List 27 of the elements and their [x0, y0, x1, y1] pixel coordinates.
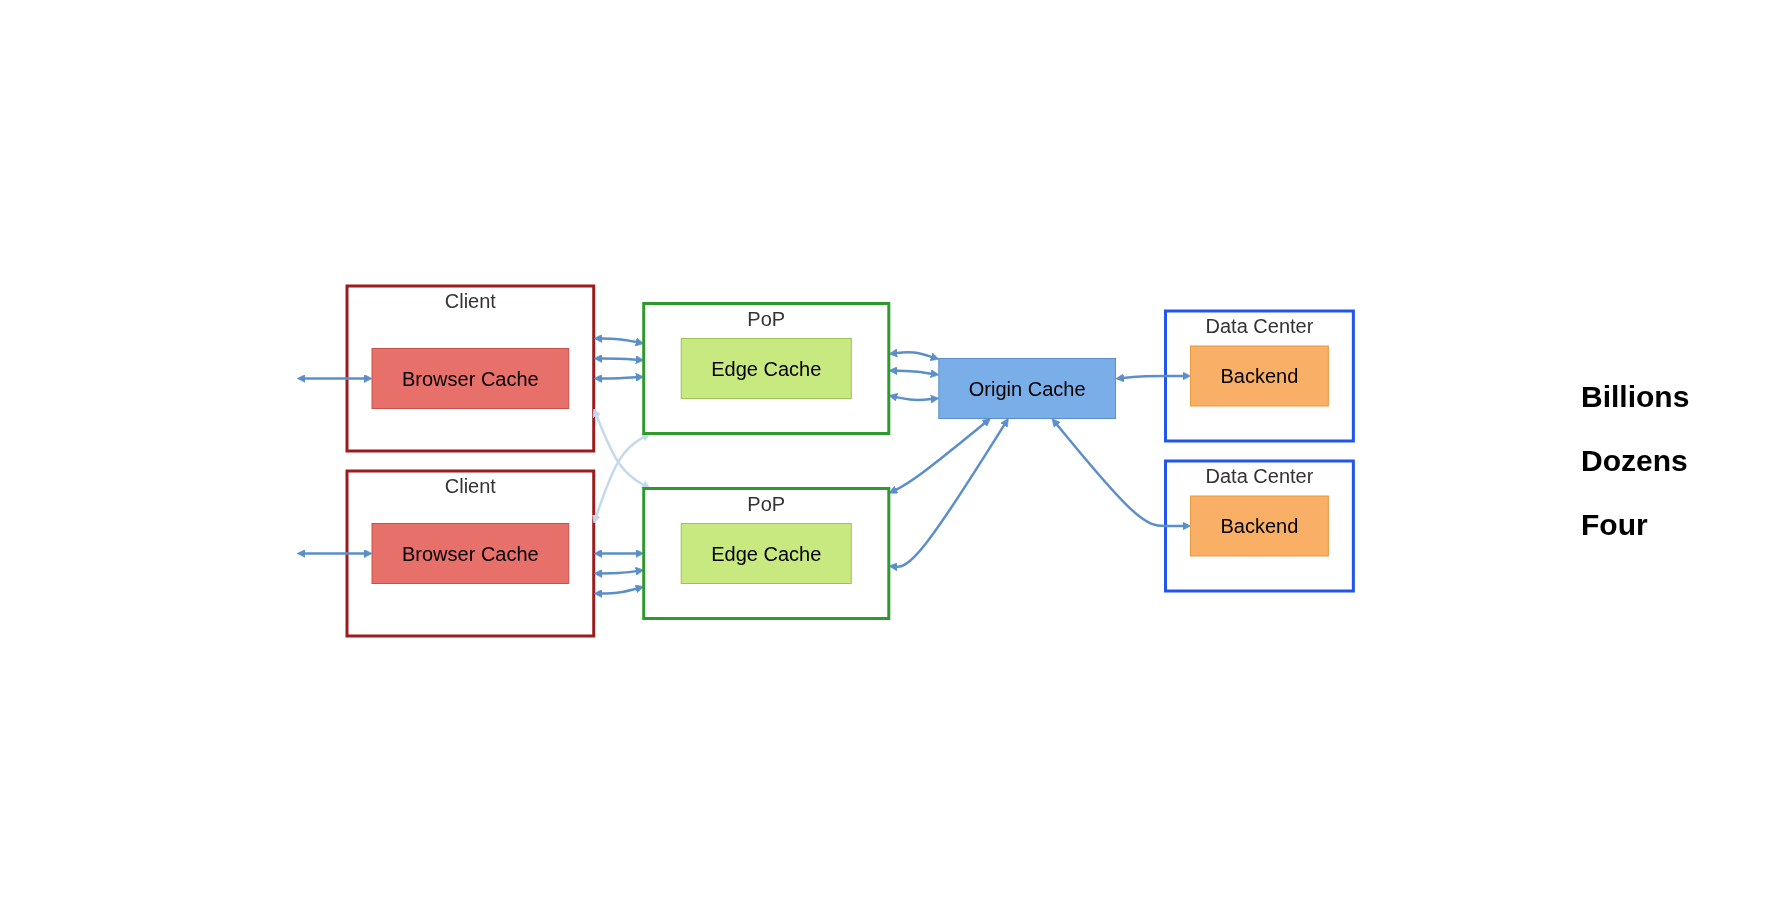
arrow	[297, 548, 373, 558]
node-box: Backend	[1190, 495, 1330, 556]
arrow	[594, 372, 645, 383]
arrow	[594, 333, 645, 346]
arrow	[594, 353, 645, 364]
arrow	[594, 566, 645, 578]
count-label: Billions	[1581, 379, 1691, 414]
node-box: Edge Cache	[681, 337, 853, 399]
arrow	[889, 417, 992, 494]
arrow	[593, 407, 651, 489]
arrow	[1052, 417, 1192, 530]
count-label: Dozens	[1581, 443, 1689, 478]
arrow	[297, 373, 373, 383]
node-box: Edge Cache	[681, 522, 853, 584]
node-box: Origin Cache	[938, 357, 1117, 419]
node-box: Backend	[1190, 345, 1330, 406]
arrow	[1115, 371, 1192, 382]
arrow	[594, 584, 645, 598]
node-box: Browser Cache	[371, 347, 570, 409]
arrow	[592, 432, 651, 523]
arrow	[889, 417, 1009, 571]
arrow	[889, 348, 940, 361]
arrow	[889, 392, 940, 403]
arrow	[594, 548, 645, 558]
node-box: Browser Cache	[371, 522, 570, 584]
arrow	[889, 365, 940, 378]
count-label: Four	[1581, 507, 1649, 542]
